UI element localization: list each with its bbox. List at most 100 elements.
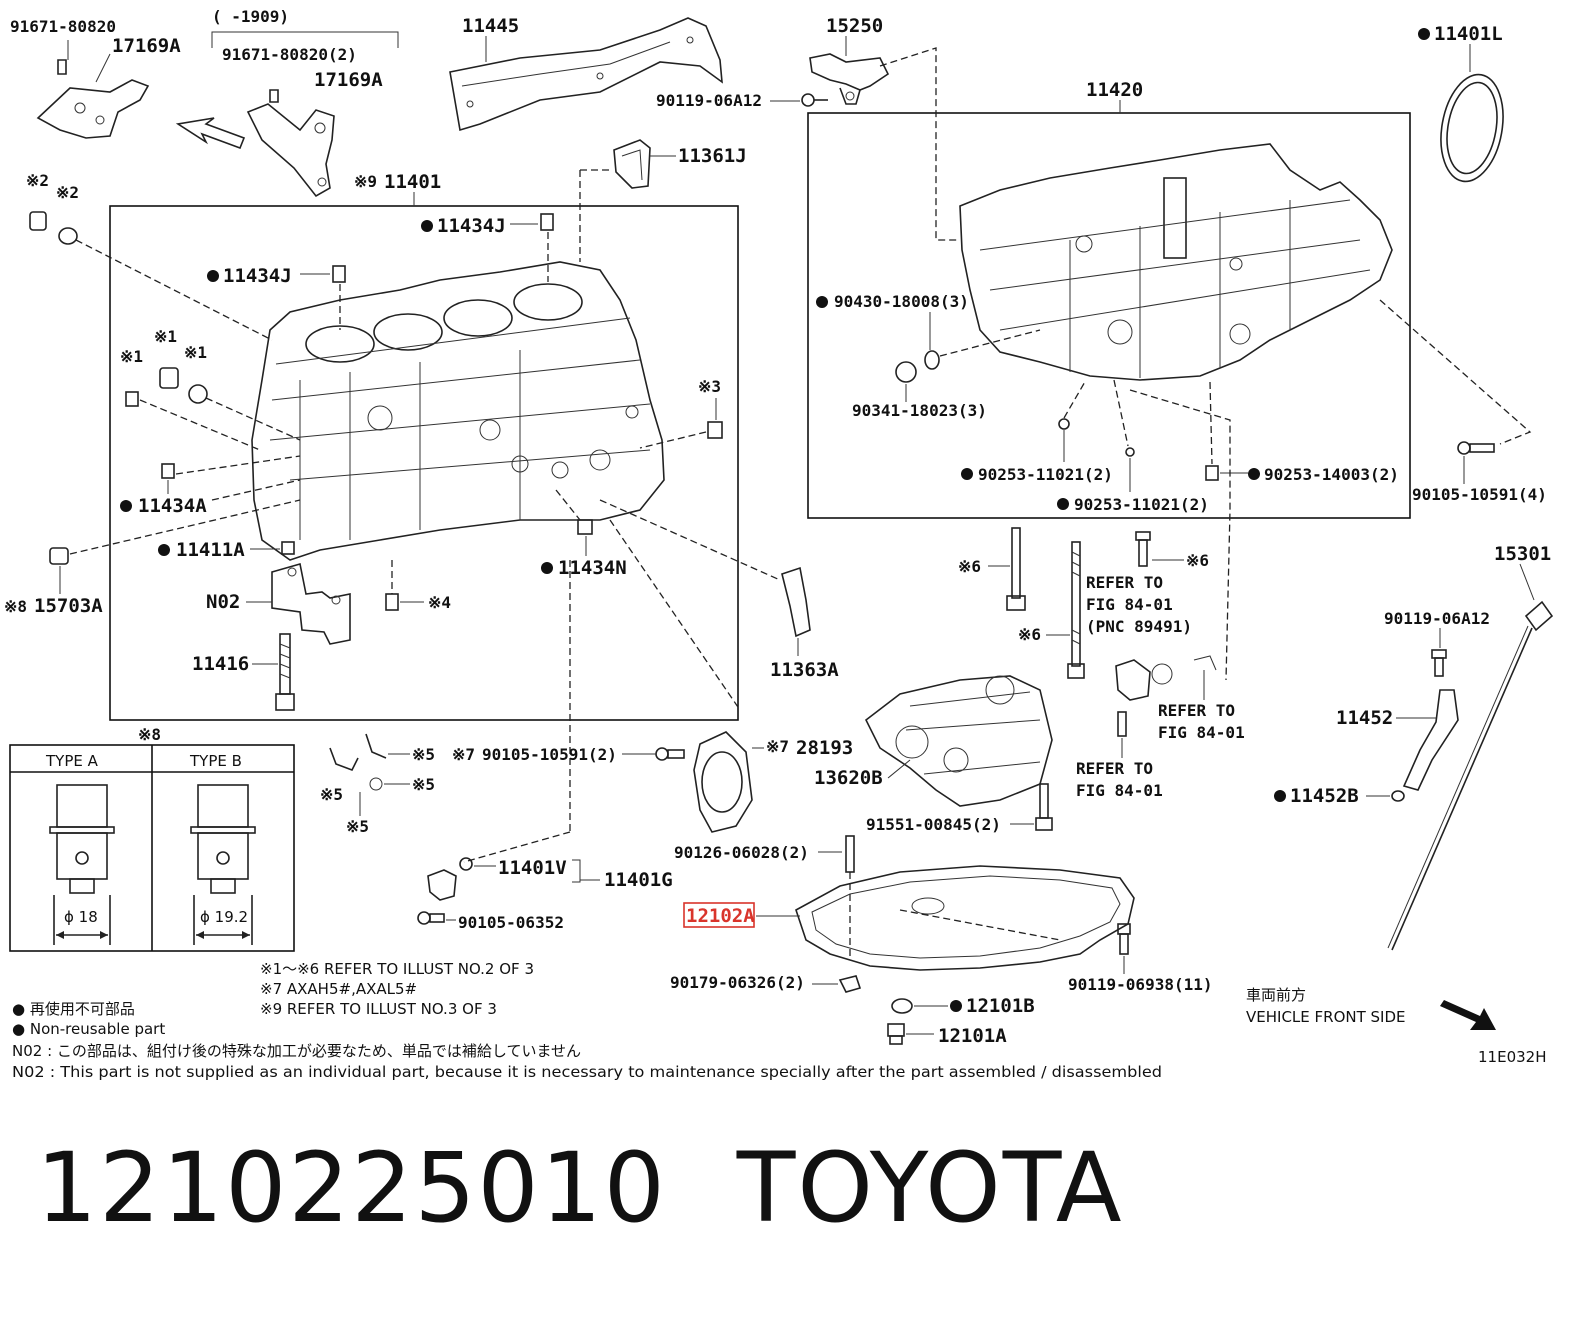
- drain-gasket-icon: [891, 998, 913, 1014]
- gasket-11363a-icon: [781, 566, 811, 638]
- bolt-90105-10591-b-icon: [655, 747, 685, 761]
- parts-diagram: TYPE A TYPE B ϕ 18 ϕ 19.2: [4, 7, 1554, 1081]
- vehicle-front-jp: 車両前方: [1246, 986, 1306, 1004]
- label-12101a: 12101A: [938, 1025, 1007, 1047]
- bolt-6a-icon: [1006, 527, 1026, 611]
- mark-5d: ※5: [346, 817, 369, 836]
- label-15301: 15301: [1494, 543, 1551, 565]
- dowel-90253-14003-icon: [1205, 465, 1219, 481]
- small-bolt-icon: [1117, 711, 1127, 737]
- label-13620b: 13620B: [814, 767, 883, 789]
- mark-1c: ※1: [184, 343, 207, 362]
- dowel-11434j-a-icon: [540, 213, 554, 231]
- oil-pan-icon: [795, 865, 1135, 971]
- label-11420: 11420: [1086, 79, 1143, 101]
- stud-bolt-icon: [1067, 541, 1085, 679]
- mark-2a: ※2: [26, 171, 49, 190]
- mark-6b: ※6: [1018, 625, 1041, 644]
- note-refer-illust-2: ※1〜※6 REFER TO ILLUST NO.2 OF 3: [260, 960, 534, 978]
- label-range: ( -1909): [212, 7, 289, 26]
- oil-seal-ring-icon: [1440, 73, 1504, 183]
- bolt-90119-06938-icon: [1117, 923, 1131, 955]
- direction-arrow-icon: [175, 117, 246, 150]
- label-11411a: 11411A: [176, 539, 245, 561]
- mark-7b: ※7: [766, 737, 789, 756]
- stud-90126-icon: [845, 835, 855, 873]
- label-90126-06028: 90126-06028(2): [674, 843, 809, 862]
- engine-mount-bracket-left-icon: [36, 40, 150, 139]
- label-11416: 11416: [192, 653, 249, 675]
- note-non-reusable-en: ● Non-reusable part: [12, 1020, 165, 1038]
- label-90253-14003: 90253-14003(2): [1264, 465, 1399, 484]
- drain-plug-icon: [887, 1023, 905, 1045]
- label-12102a: 12102A: [686, 905, 755, 927]
- type-b-pin-icon: [190, 784, 256, 945]
- mark-5a: ※5: [412, 745, 435, 764]
- mark-1a: ※1: [120, 347, 143, 366]
- brand-name: TOYOTA: [736, 1132, 1124, 1244]
- dipstick-guide-icon: [1402, 689, 1459, 791]
- dowel-11434a-icon: [161, 463, 175, 479]
- mark-2b: ※2: [56, 183, 79, 202]
- label-11452: 11452: [1336, 707, 1393, 729]
- note-refer-illust-3: ※9 REFER TO ILLUST NO.3 OF 3: [260, 1000, 497, 1018]
- label-90119-06a12-a: 90119-06A12: [656, 91, 762, 110]
- refer-label-3b: FIG 84-01: [1076, 781, 1163, 800]
- refer-label-1: REFER TO: [1086, 573, 1163, 592]
- cylinder-block-icon: [251, 261, 665, 561]
- washer-icon: [188, 384, 208, 404]
- pin-90253-a-icon: [1058, 418, 1070, 430]
- label-90105-10591-a: 90105-10591(4): [1412, 485, 1547, 504]
- plug-90341-icon: [895, 361, 917, 383]
- type-a-pin-icon: [49, 784, 115, 945]
- o-ring-11401v-icon: [459, 857, 473, 871]
- label-15703a: 15703A: [34, 595, 103, 617]
- o-ring-11452b-icon: [1391, 790, 1405, 802]
- mark-9: ※9: [354, 172, 377, 191]
- label-90253-11021-a: 90253-11021(2): [978, 465, 1113, 484]
- label-91671-80820-a: 91671-80820: [10, 17, 116, 36]
- label-11434a: 11434A: [138, 495, 207, 517]
- dowel-11434j-b-icon: [332, 265, 346, 283]
- timing-chain-cover-icon: [449, 17, 723, 132]
- oil-control-valve-icon: [809, 53, 890, 105]
- label-11401: 11401: [384, 171, 441, 193]
- label-17169a-a: 17169A: [112, 35, 181, 57]
- type-a-diameter: ϕ 18: [64, 908, 98, 926]
- vehicle-front-en: VEHICLE FRONT SIDE: [1246, 1008, 1406, 1026]
- cylinder-block-frame: [109, 205, 739, 721]
- mark-1b: ※1: [154, 327, 177, 346]
- sensor-icon: [1115, 655, 1217, 701]
- part-number: 1210225010: [36, 1132, 667, 1244]
- label-15250: 15250: [826, 15, 883, 37]
- dowel-4-icon: [385, 593, 399, 611]
- nut-90179-icon: [838, 975, 862, 993]
- refer-label-1b: FIG 84-01: [1086, 595, 1173, 614]
- bolt-90119-06a12-b-icon: [1431, 649, 1447, 677]
- label-11401l: 11401L: [1434, 23, 1503, 45]
- refer-label-1c: (PNC 89491): [1086, 617, 1192, 636]
- label-90119-06a12-b: 90119-06A12: [1384, 609, 1490, 628]
- mark-5b: ※5: [412, 775, 435, 794]
- crankcase-icon: [959, 143, 1393, 381]
- label-90105-06352: 90105-06352: [458, 913, 564, 932]
- engine-mount-bracket-right-icon: [246, 89, 335, 198]
- plug-icon: [29, 211, 47, 231]
- label-17169a-b: 17169A: [314, 69, 383, 91]
- label-90105-10591-b: 90105-10591(2): [482, 745, 617, 764]
- vehicle-front-arrow-icon: [1440, 1000, 1496, 1030]
- refer-label-3: REFER TO: [1076, 759, 1153, 778]
- note-n02-en: N02 : This part is not supplied as an in…: [12, 1063, 1162, 1081]
- gasket-icon: [58, 227, 78, 245]
- nut-icon: [159, 367, 179, 389]
- gasket-28193-icon: [693, 731, 753, 833]
- mark-8a: ※8: [4, 597, 27, 616]
- label-90119-06938: 90119-06938(11): [1068, 975, 1213, 994]
- label-11401g: 11401G: [604, 869, 673, 891]
- label-12101b: 12101B: [966, 995, 1035, 1017]
- label-11434j-a: 11434J: [437, 215, 506, 237]
- mark-7a: ※7: [452, 745, 475, 764]
- plug-15703a-icon: [49, 547, 69, 565]
- piston-type-table: TYPE A TYPE B ϕ 18 ϕ 19.2: [9, 744, 295, 952]
- cover-11361j-icon: [613, 139, 651, 189]
